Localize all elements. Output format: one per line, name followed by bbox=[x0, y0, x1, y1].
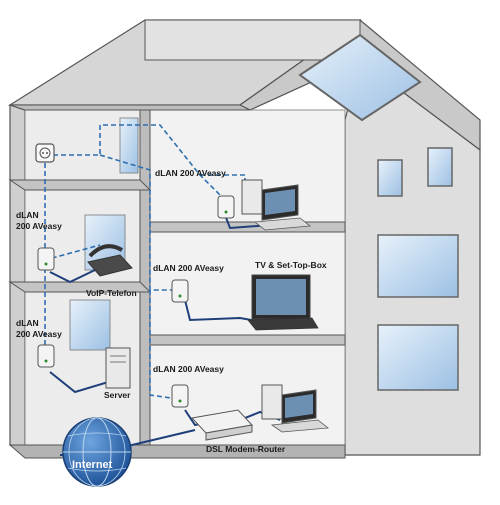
window bbox=[377, 324, 459, 391]
telephone-icon bbox=[87, 244, 133, 277]
label-dlan-mid-center: dLAN 200 AVeasy bbox=[153, 263, 224, 273]
powerline-adapter-icon bbox=[217, 195, 235, 219]
label-internet: Internet bbox=[72, 459, 113, 471]
powerline-adapter-icon bbox=[37, 344, 55, 368]
skylight-window bbox=[298, 33, 422, 122]
label-server: Server bbox=[104, 390, 131, 400]
window bbox=[427, 147, 453, 187]
window bbox=[69, 299, 111, 351]
label-dlan-mid-left-line2: 200 AVeasy bbox=[16, 221, 62, 231]
tv-icon bbox=[247, 274, 319, 331]
power-socket-icon bbox=[35, 143, 55, 163]
label-dlan-top: dLAN 200 AVeasy bbox=[155, 168, 226, 178]
label-router: DSL Modem-Router bbox=[206, 444, 286, 454]
powerline-adapter-icon bbox=[37, 247, 55, 271]
powerline-adapter-icon bbox=[171, 384, 189, 408]
globe-icon bbox=[62, 417, 132, 487]
label-dlan-mid-left-line1: dLAN bbox=[16, 210, 39, 220]
house-right-facade bbox=[298, 33, 481, 456]
label-dlan-low-left-line2: 200 AVeasy bbox=[16, 329, 62, 339]
label-dlan-bottom: dLAN 200 AVeasy bbox=[153, 364, 224, 374]
label-voip: VoIP-Telefon bbox=[86, 288, 137, 298]
server-icon bbox=[105, 347, 131, 389]
computer-icon bbox=[241, 179, 312, 231]
router-icon bbox=[191, 409, 253, 441]
label-tv: TV & Set-Top-Box bbox=[255, 260, 327, 270]
window bbox=[377, 159, 403, 197]
powerline-adapter-icon bbox=[171, 279, 189, 303]
window bbox=[119, 117, 139, 174]
computer-icon bbox=[261, 384, 330, 433]
window bbox=[377, 234, 459, 298]
label-dlan-low-left-line1: dLAN bbox=[16, 318, 39, 328]
